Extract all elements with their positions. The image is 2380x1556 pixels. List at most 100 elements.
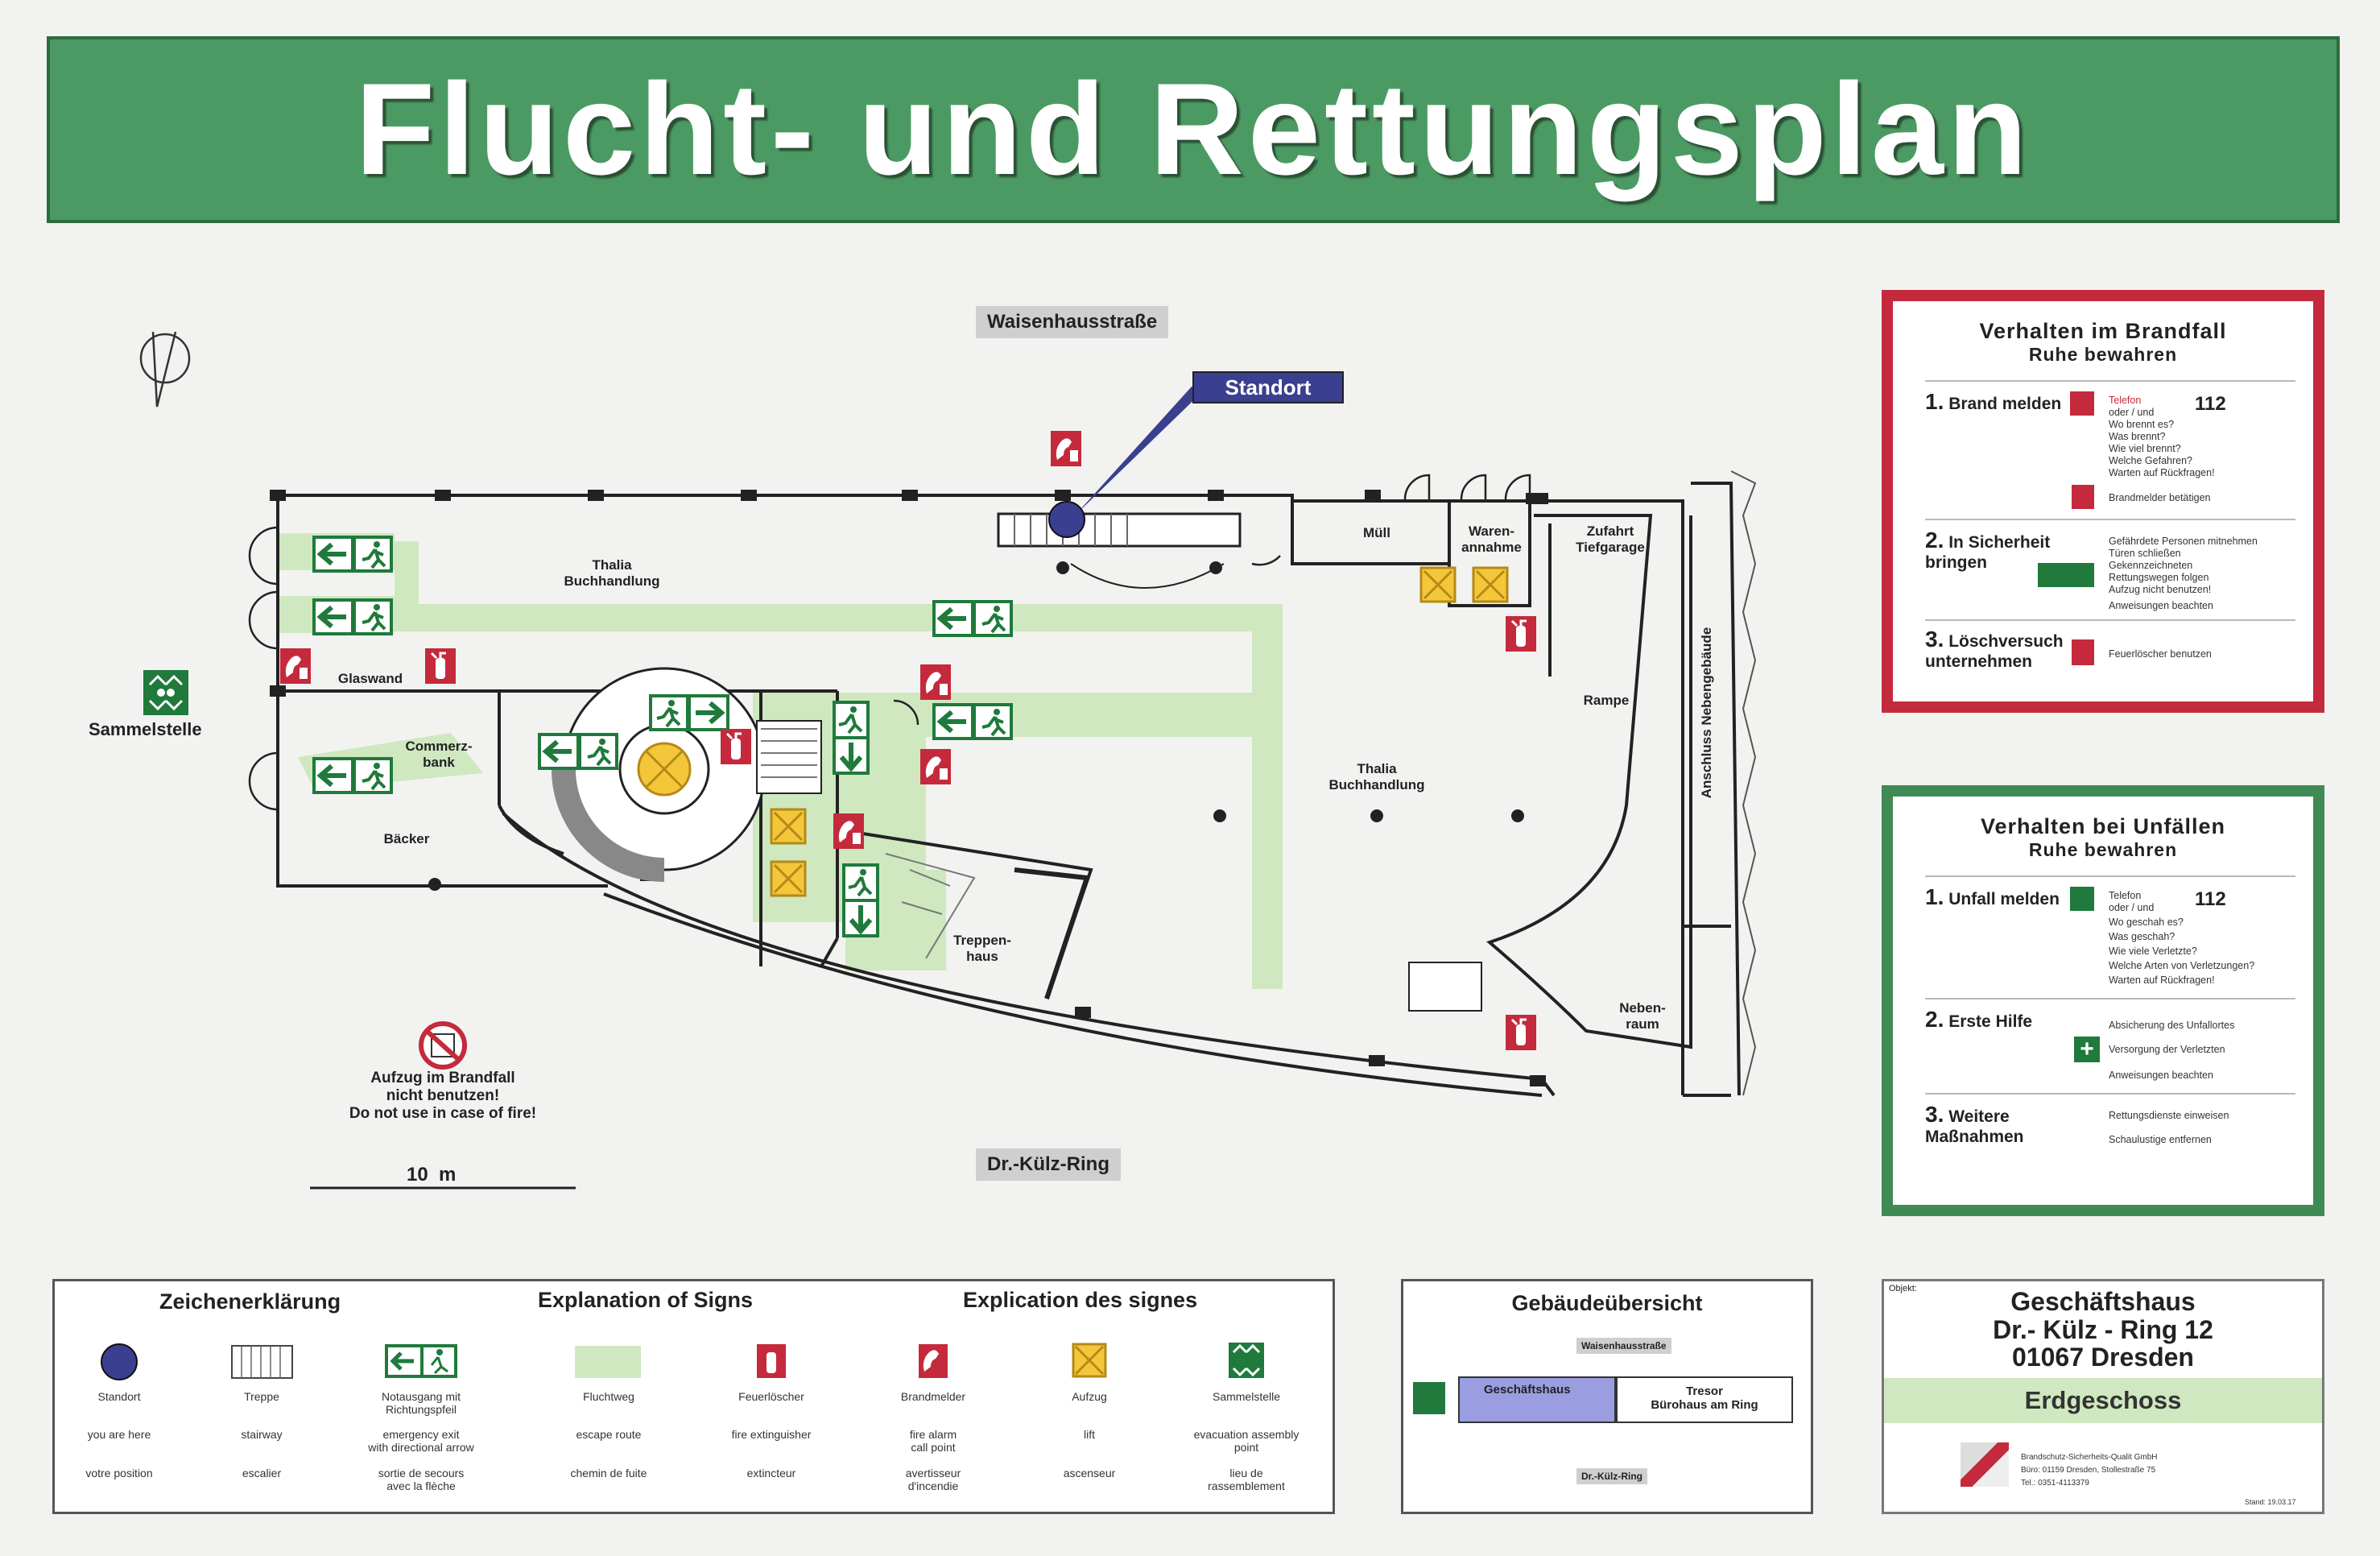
exit-sign-down-2 — [842, 863, 879, 937]
assembly-point-icon — [143, 670, 188, 715]
extinguisher-ramp — [1504, 615, 1538, 653]
standort-label: Standort — [1225, 375, 1312, 399]
divider — [1925, 998, 2295, 999]
accident-line: Rettungsdienste einweisen — [2109, 1110, 2229, 1121]
legend-route-fr: chemin de fuite — [570, 1467, 647, 1479]
object-name-2: Dr.- Külz - Ring 12 — [1993, 1314, 2213, 1344]
plan-title: Flucht- und Rettungsplan — [355, 56, 2031, 202]
entrance-stair — [997, 512, 1242, 589]
accident-step-3: Weitere Maßnahmen — [1925, 1107, 2024, 1146]
legend-heading-fr: Explication des signes — [963, 1288, 1198, 1312]
legend-extinguisher-de: Feuerlöscher — [738, 1390, 804, 1403]
fire-line: Was brennt? — [2109, 431, 2166, 442]
step-num: 1. — [1925, 389, 1944, 414]
divider — [1925, 619, 2295, 621]
legend-route-en: escape route — [576, 1428, 642, 1441]
divider — [1925, 875, 2295, 877]
fire-line: Telefon — [2109, 395, 2142, 406]
standort-label-box — [1192, 371, 1344, 403]
overview-neighbor: Tresor Bürohaus am Ring — [1616, 1376, 1793, 1423]
overview-building: Geschäftshaus — [1458, 1376, 1616, 1423]
legend-heading-de: Zeichenerklärung — [159, 1289, 341, 1314]
fire-line: Feuerlöscher benutzen — [2109, 648, 2212, 660]
legend-exit-fr: sortie de secours avec la flèche — [378, 1467, 465, 1493]
extinguisher-south — [1504, 1013, 1538, 1052]
extinguisher-icon — [2072, 639, 2094, 665]
company-line: Tel.: 0351-4113379 — [2021, 1479, 2089, 1488]
exit-sign-icon — [2038, 563, 2094, 587]
fire-line: Türen schließen — [2109, 548, 2181, 559]
exit-sign-down-1 — [833, 701, 870, 775]
legend-lift-de: Aufzug — [1072, 1390, 1107, 1403]
fire-line: oder / und — [2109, 407, 2155, 418]
elevator-1 — [1419, 566, 1457, 603]
standort-marker — [1048, 387, 1208, 538]
room-nebenraum: Neben- raum — [1619, 1000, 1666, 1032]
accident-step-1: Unfall melden — [1948, 890, 2060, 908]
legend-extinguisher-fr: extincteur — [746, 1467, 796, 1479]
elevator-4 — [770, 860, 807, 897]
fire-step-2: In Sicherheit bringen — [1925, 533, 2051, 572]
fire-line: Gefährdete Personen mitnehmen — [2109, 536, 2258, 547]
fire-line: Welche Gefahren? — [2109, 455, 2192, 466]
fire-panel-subtitle: Ruhe bewahren — [2028, 344, 2178, 365]
accident-line: Wo geschah es? — [2109, 917, 2184, 928]
overview-title: Gebäudeübersicht — [1511, 1291, 1703, 1315]
accident-line: Anweisungen beachten — [2109, 1070, 2213, 1081]
accident-panel-subtitle: Ruhe bewahren — [2028, 839, 2178, 860]
fire-alarm-stair — [833, 813, 864, 849]
room-muell: Müll — [1363, 525, 1390, 540]
legend-stair-en: stairway — [241, 1428, 283, 1441]
accident-line: Versorgung der Verletzten — [2109, 1044, 2225, 1055]
company-line: Brandschutz-Sicherheits-Qualit GmbH — [2021, 1453, 2158, 1462]
legend-assembly-de: Sammelstelle — [1212, 1390, 1281, 1403]
overview-street-north: Waisenhausstraße — [1576, 1338, 1671, 1354]
room-thalia-top: Thalia Buchhandlung — [564, 557, 660, 589]
exit-sign-corridor — [932, 600, 1013, 637]
room-thalia-main: Thalia Buchhandlung — [1328, 761, 1425, 792]
fire-alarm-line: Brandmelder betätigen — [2109, 492, 2211, 503]
doors — [248, 474, 1531, 811]
emergency-number: 112 — [2195, 888, 2226, 910]
stairwell — [756, 720, 1091, 999]
exit-sign-east — [932, 703, 1013, 740]
accident-panel-title: Verhalten bei Unfällen — [1980, 814, 2226, 838]
fire-line: Warten auf Rückfragen! — [2109, 467, 2215, 478]
accident-line: Warten auf Rückfragen! — [2109, 975, 2215, 986]
street-south: Dr.-Külz-Ring — [976, 1148, 1121, 1181]
accident-line: Telefon — [2109, 890, 2142, 901]
legend-assembly-en: evacuation assembly point — [1193, 1428, 1299, 1455]
legend-standort-de: Standort — [97, 1390, 141, 1403]
legend-assembly-fr: lieu de rassemblement — [1208, 1467, 1285, 1493]
title-banner: Flucht- und Rettungsplan — [47, 36, 2340, 223]
legend-lift-fr: ascenseur — [1063, 1467, 1116, 1479]
legend-alarm-de: Brandmelder — [900, 1390, 966, 1403]
exit-sign-commerzbank — [538, 733, 618, 770]
north-arrow-icon — [139, 331, 191, 408]
overview-panel: Gebäudeübersicht Waisenhausstraße Dr.-Kü… — [1401, 1279, 1813, 1514]
room-glaswand: Glaswand — [337, 671, 403, 686]
company-line: Büro: 01159 Dresden, Stollestraße 75 — [2021, 1466, 2156, 1475]
accident-line: oder / und — [2109, 902, 2155, 913]
exit-sign-west-3 — [312, 757, 393, 794]
object-label: Objekt: — [1889, 1284, 1917, 1293]
step-num: 2. — [1925, 1007, 1944, 1032]
step-num: 1. — [1925, 884, 1944, 909]
legend-exit-en: emergency exit with directional arrow — [368, 1428, 474, 1455]
accident-line: Absicherung des Unfallortes — [2109, 1020, 2235, 1031]
object-panel: Objekt: Geschäftshaus Dr.- Külz - Ring 1… — [1882, 1279, 2324, 1514]
telephone-icon — [2070, 887, 2094, 911]
exit-sign-west-1 — [312, 536, 393, 573]
legend-panel: Zeichenerklärung Explanation of Signs Ex… — [52, 1279, 1335, 1514]
legend-exit-de: Notausgang mit Richtungspfeil — [381, 1390, 461, 1417]
room-zufahrt: Zufahrt Tiefgarage — [1576, 523, 1645, 555]
fire-line: Wie viel brennt? — [2109, 443, 2181, 454]
fire-line: Gekennzeichneten — [2109, 560, 2193, 571]
fire-alarm-east — [920, 664, 951, 700]
fire-step-3: Löschversuch unternehmen — [1925, 632, 2064, 671]
fire-panel-title: Verhalten im Brandfall — [1979, 319, 2227, 343]
floor-label: Erdgeschoss — [1884, 1378, 2322, 1423]
legend-heading-en: Explanation of Signs — [538, 1288, 754, 1312]
fire-alarm-icon — [2072, 485, 2094, 509]
